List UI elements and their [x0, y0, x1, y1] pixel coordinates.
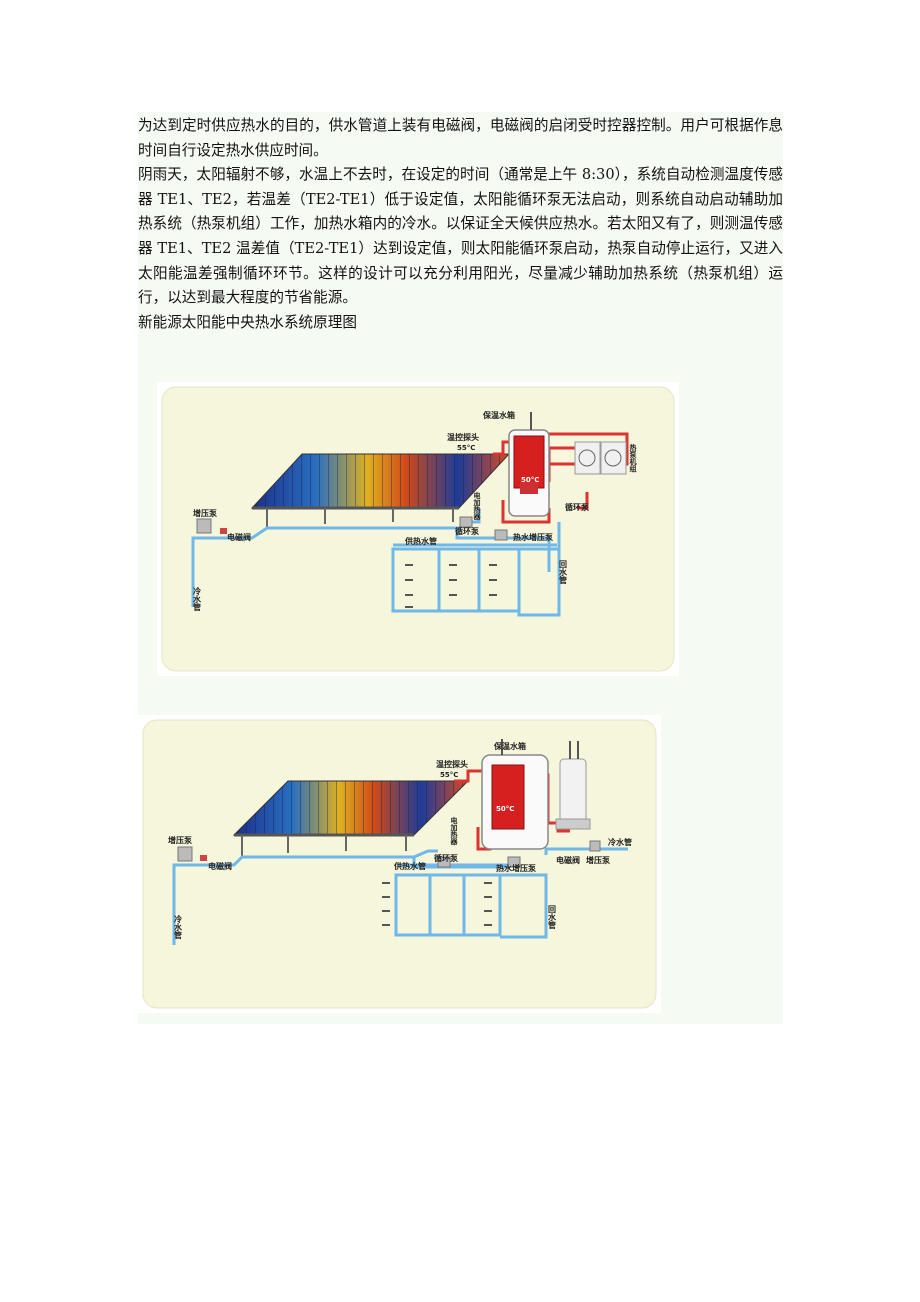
paragraph-diagram-title: 新能源太阳能中央热水系统原理图 — [138, 313, 357, 331]
sensor-label: 温控探头 — [436, 759, 468, 769]
hot-booster-label: 热水增压泵 — [513, 532, 553, 542]
sensor-temp: 55°C — [457, 444, 475, 452]
solar-collector — [250, 453, 511, 528]
heatpump-label: 热泵机组 — [629, 443, 638, 473]
circ-pump — [437, 856, 451, 868]
cold-water-pipe-label: 冷水管 — [173, 914, 183, 940]
hot-booster-pump — [494, 529, 508, 541]
taps — [405, 564, 497, 608]
hot-booster-label: 热水增压泵 — [496, 863, 536, 873]
solenoid-valve-label: 电磁阀 — [227, 532, 251, 542]
solenoid-valve-label: 电磁阀 — [208, 861, 232, 871]
booster-pump-label: 增压泵 — [168, 835, 192, 845]
taps — [382, 882, 492, 926]
tank-label: 保温水箱 — [482, 410, 515, 420]
solenoid-valve — [200, 855, 207, 861]
hot-booster-pump — [507, 856, 521, 868]
return-pipe-label: 回水管 — [547, 905, 557, 930]
tank-label: 保温水箱 — [493, 741, 526, 751]
paragraph-timed-supply: 为达到定时供应热水的目的，供水管道上装有电磁阀，电磁阀的启闭受时控器控制。用户可… — [138, 117, 783, 159]
return-pipe-label: 回水管 — [558, 560, 568, 585]
cold-pipes — [191, 508, 561, 617]
tank-temp-label: 50°C — [521, 476, 539, 484]
body-text: 为达到定时供应热水的目的，供水管道上装有电磁阀，电磁阀的启闭受时控器控制。用户可… — [138, 114, 783, 335]
supply-pipe-label: 供热水管 — [393, 861, 426, 871]
solar-collector — [232, 780, 470, 857]
paragraph-rainy-day: 阴雨天，太阳辐射不够，水温上不去时，在设定的时间（通常是上午 8:30），系统自… — [138, 166, 783, 307]
circ-pump-2-label: 循环泵 — [564, 502, 589, 512]
supply-pipe-label: 供热水管 — [404, 536, 437, 546]
right-booster-label: 增压泵 — [586, 855, 610, 865]
cold-water-pipe-label: 冷水管 — [192, 586, 202, 612]
cold-pipes — [172, 847, 628, 945]
tank-temp-label: 50°C — [496, 805, 514, 813]
booster-pump-label: 增压泵 — [193, 508, 217, 518]
right-solenoid-label: 电磁阀 — [556, 855, 580, 865]
electric-heater-label: 电加热器 — [473, 491, 482, 521]
right-cold-pipe-label: 冷水管 — [608, 837, 632, 847]
circ-pump-1-label: 循环泵 — [454, 526, 479, 536]
document-page: 为达到定时供应热水的目的，供水管道上装有电磁阀，电磁阀的启闭受时控器控制。用户可… — [138, 112, 783, 1024]
right-booster-pump — [589, 840, 601, 852]
diagram-heatpump-system: 50°C 保温水箱 温控探头 55°C 热泵机组 增压泵 电磁阀 冷水管 供热水… — [157, 382, 679, 676]
sensor-label: 温控探头 — [447, 432, 479, 442]
electric-boiler — [555, 741, 591, 830]
storage-tank: 50°C — [481, 739, 549, 850]
circ-pump — [459, 516, 473, 528]
solenoid-valve — [220, 528, 227, 534]
heat-pump-unit — [574, 441, 627, 475]
electric-heater-label: 电加热器 — [450, 816, 459, 846]
diagram-electric-boiler-system: 50°C 保温水箱 温控探头 55°C 增压泵 电磁阀 冷水管 供热水管 循环泵… — [138, 715, 661, 1013]
sensor-temp: 55°C — [440, 771, 458, 779]
booster-pump — [196, 518, 212, 534]
booster-pump — [177, 846, 193, 862]
circ-pump-label: 循环泵 — [433, 853, 458, 863]
storage-tank: 50°C — [508, 412, 550, 517]
